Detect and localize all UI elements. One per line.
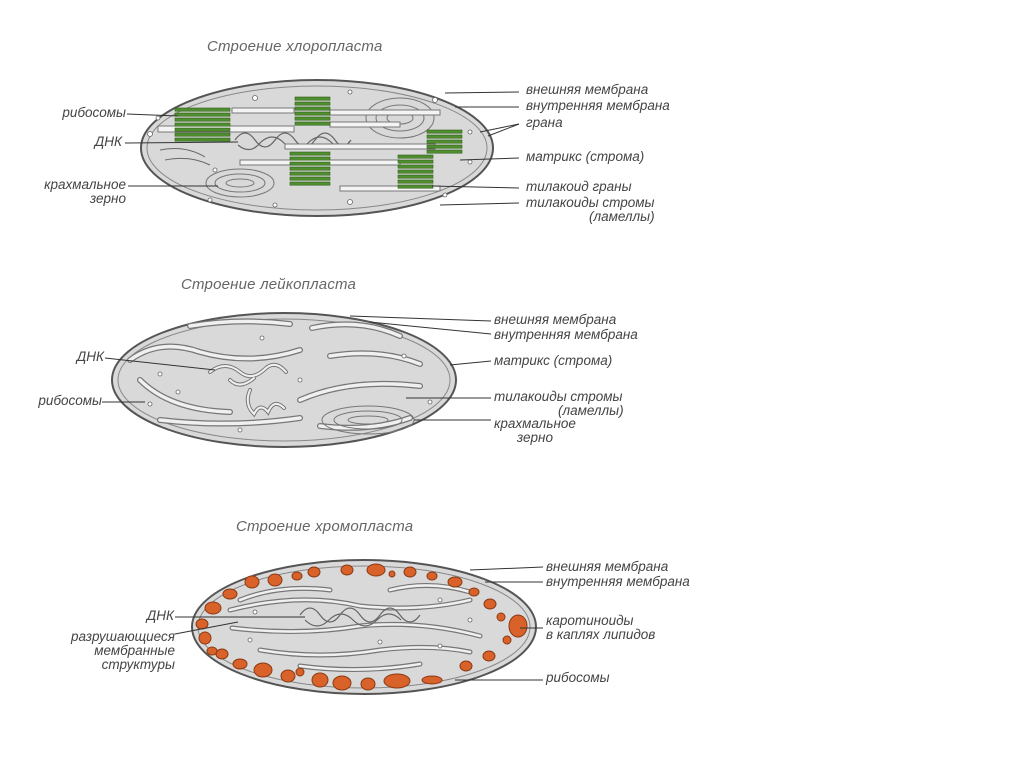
leucoplast-inner-membrane — [117, 318, 451, 442]
chloroplast-label-lamellae: (ламеллы) — [589, 209, 655, 224]
leucoplast-label-stroma-thylakoids: тилакоиды стромы — [494, 389, 623, 404]
leucoplast-label-starch-grain: крахмальное зерно — [494, 416, 576, 445]
chloroplast-label-granum-thylakoid: тилакоид граны — [526, 179, 632, 194]
chloroplast-inner-membrane — [146, 85, 488, 211]
chromoplast-ribosomes — [247, 597, 473, 649]
chloroplast-diagram — [124, 79, 520, 217]
chloroplast-ribosomes — [147, 89, 473, 208]
leucoplast-title: Строение лейкопласта — [181, 276, 357, 293]
chromoplast-label-ribosomes: рибосомы — [546, 670, 610, 685]
chloroplast-label-matrix: матрикс (строма) — [526, 149, 645, 164]
chromoplast-label-inner-membrane: внутренняя мембрана — [546, 574, 690, 589]
chromoplast-degrading-membranes-inner — [228, 584, 482, 671]
chromoplast-title: Строение хромопласта — [236, 518, 414, 535]
leucoplast-diagram — [102, 312, 492, 448]
leucoplast-ribosomes — [147, 335, 433, 433]
leucoplast-label-ribosomes: рибосомы — [38, 393, 102, 408]
chromoplast-diagram — [174, 559, 544, 695]
chloroplast-label-dna: ДНК — [94, 134, 122, 149]
leucoplast-label-matrix: матрикс (строма) — [494, 353, 613, 368]
chromoplast-leader-lines — [174, 566, 544, 681]
leucoplast-label-dna: ДНК — [76, 349, 104, 364]
leucoplast-outer-membrane — [111, 312, 457, 448]
chloroplast-lamella-lines — [159, 148, 211, 166]
leucoplast-label-outer-membrane: внешняя мембрана — [494, 312, 617, 327]
chloroplast-label-grana: грана — [526, 115, 563, 130]
chromoplast-label-outer-membrane: внешняя мембрана — [546, 559, 669, 574]
leucoplast-label-lamellae: (ламеллы) — [558, 403, 624, 418]
chromoplast-dna — [299, 607, 421, 627]
chloroplast-label-stroma-thylakoids: тилакоиды стромы — [526, 195, 655, 210]
leucoplast-leader-lines — [102, 315, 492, 421]
leucoplast-dna-inner — [209, 363, 287, 416]
leucoplast-label-inner-membrane: внутренняя мембрана — [494, 327, 638, 342]
chloroplast-grana — [174, 96, 463, 189]
chloroplast-label-starch-grain: крахмальное зерно — [44, 177, 126, 206]
chloroplast-starch-grain — [205, 97, 435, 198]
chromoplast-label-dna: ДНК — [146, 608, 174, 623]
chloroplast-label-inner-membrane: внутренняя мембрана — [526, 98, 670, 113]
leucoplast-stroma-thylakoids-inner — [128, 319, 422, 430]
chromoplast-carotenoid-droplets — [195, 563, 528, 691]
chloroplast-label-ribosomes: рибосомы — [62, 105, 126, 120]
chromoplast-label-carotenoids: каротиноиды в каплях липидов — [546, 613, 656, 642]
chloroplast-title: Строение хлоропласта — [207, 38, 383, 55]
chloroplast-leader-lines — [124, 91, 520, 206]
chromoplast-label-degrading-structures: разрушающиеся мембранные структуры — [71, 629, 175, 672]
chloroplast-label-outer-membrane: внешняя мембрана — [526, 82, 649, 97]
